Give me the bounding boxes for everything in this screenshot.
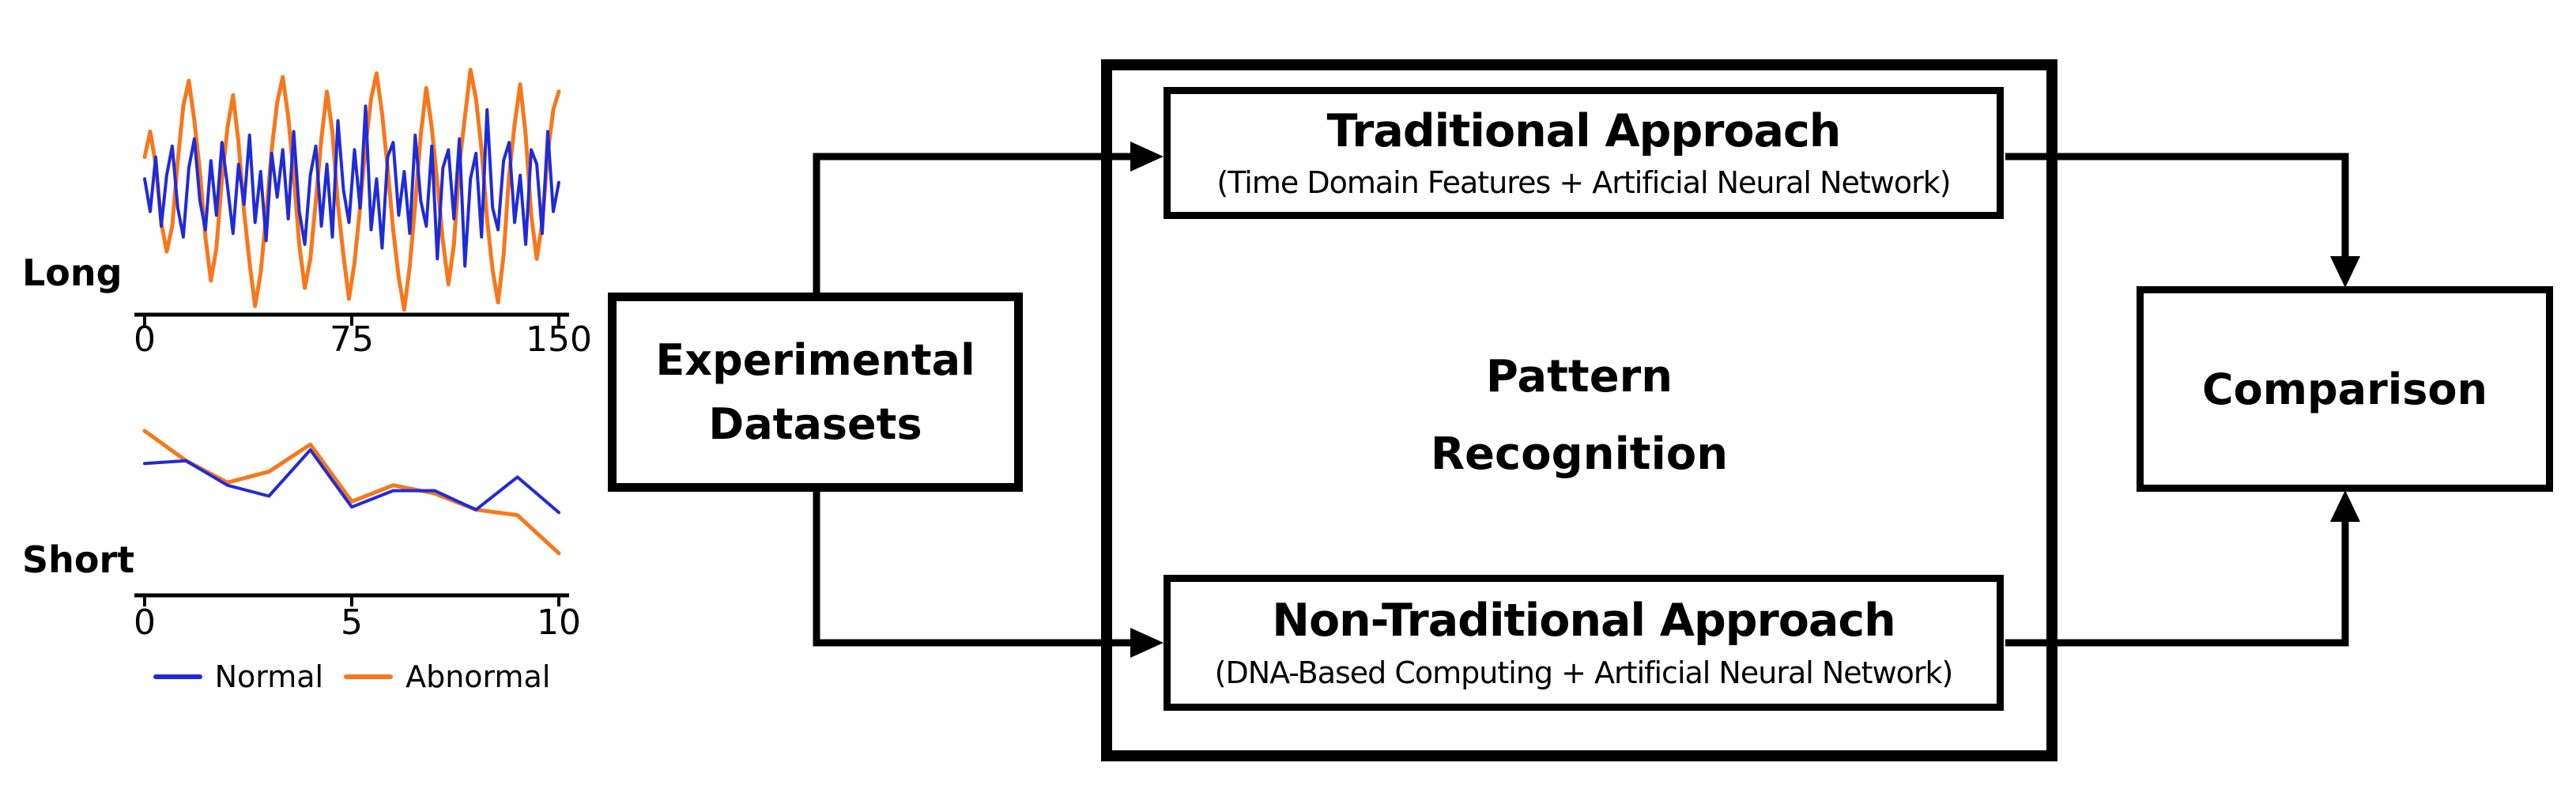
abnormal-legend-label: Abnormal <box>405 659 551 694</box>
row-label-short: Short <box>22 538 135 581</box>
normal-legend-swatch <box>153 674 202 679</box>
short-normal-line <box>143 448 560 515</box>
short-abnormal-line <box>142 429 561 556</box>
long-tick-label-150: 150 <box>526 319 592 360</box>
short-tick-label-5: 5 <box>341 602 363 643</box>
pattern-recognition-line2: Recognition <box>1430 429 1729 480</box>
comparison-box: Comparison <box>2137 286 2553 492</box>
non-traditional-approach-subtitle: (DNA-Based Computing + Artificial Neural… <box>1214 655 1954 690</box>
long-abnormal-line <box>142 67 561 312</box>
traditional-to-comparison-line <box>2005 153 2349 258</box>
normal-legend-label: Normal <box>214 659 324 694</box>
pattern-recognition-line1: Pattern <box>1485 351 1673 402</box>
chart-legend: Normal Abnormal <box>126 659 577 694</box>
long-normal-line <box>143 104 560 268</box>
pattern-recognition-container <box>1101 59 2057 761</box>
short-tick-label-0: 0 <box>134 602 156 643</box>
nontraditional-to-comparison-line <box>2005 520 2349 647</box>
comparison-title: Comparison <box>2202 364 2487 414</box>
nontraditional-arrowhead-icon <box>1130 628 1164 658</box>
row-label-long: Long <box>22 251 123 294</box>
comparison-top-arrowhead-icon <box>2330 256 2360 288</box>
datasets-to-traditional-line <box>813 153 1132 294</box>
experimental-datasets-title-line1: Experimental <box>655 335 975 385</box>
pattern-recognition-label: Pattern Recognition <box>1101 338 2057 493</box>
experimental-datasets-title-line2: Datasets <box>708 399 922 449</box>
short-signal-chart <box>134 429 569 606</box>
comparison-bottom-arrowhead-icon <box>2330 490 2360 522</box>
long-signal-chart <box>134 67 569 326</box>
non-traditional-approach-title: Non-Traditional Approach <box>1272 595 1895 648</box>
experimental-datasets-box: Experimental Datasets <box>608 293 1023 492</box>
traditional-approach-box: Traditional Approach (Time Domain Featur… <box>1164 87 2004 219</box>
traditional-approach-title: Traditional Approach <box>1326 104 1842 157</box>
short-tick-label-10: 10 <box>537 602 581 643</box>
traditional-approach-subtitle: (Time Domain Features + Artificial Neura… <box>1216 165 1951 201</box>
abnormal-legend-swatch <box>344 674 394 679</box>
datasets-to-nontraditional-line <box>813 490 1132 647</box>
long-tick-label-0: 0 <box>134 319 156 360</box>
non-traditional-approach-box: Non-Traditional Approach (DNA-Based Comp… <box>1164 575 2004 711</box>
long-tick-label-75: 75 <box>330 319 374 360</box>
traditional-arrowhead-icon <box>1130 142 1164 172</box>
